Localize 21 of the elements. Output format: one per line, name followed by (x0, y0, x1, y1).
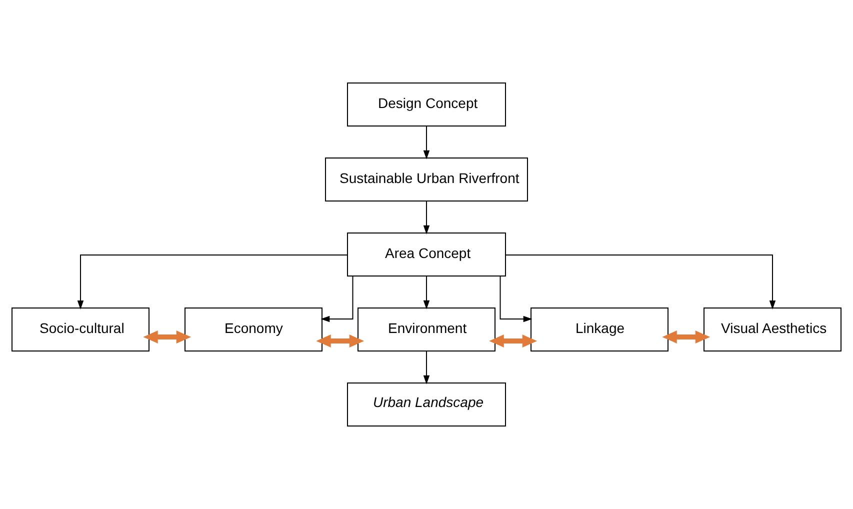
arrow (320, 276, 354, 322)
arrow (505, 254, 776, 310)
arrow (423, 350, 430, 384)
node-box: Linkage (530, 308, 668, 352)
arrow (423, 126, 430, 160)
node-box: Economy (184, 308, 322, 352)
node-box: Sustainable Urban Riverfront (325, 158, 528, 202)
node-box: Environment (358, 308, 496, 352)
arrow (77, 254, 348, 310)
node-box: Area Concept (347, 232, 506, 276)
arrow (423, 276, 430, 310)
node-box: Visual Aesthetics (704, 308, 842, 352)
arrow (489, 334, 538, 348)
arrow (316, 334, 364, 348)
arrow (423, 200, 430, 234)
arrow (143, 330, 192, 344)
arrow (500, 276, 532, 322)
arrow (662, 330, 710, 344)
node-box: Urban Landscape (347, 382, 506, 426)
node-box: Socio-cultural (12, 308, 150, 352)
node-box: Design Concept (347, 82, 506, 126)
